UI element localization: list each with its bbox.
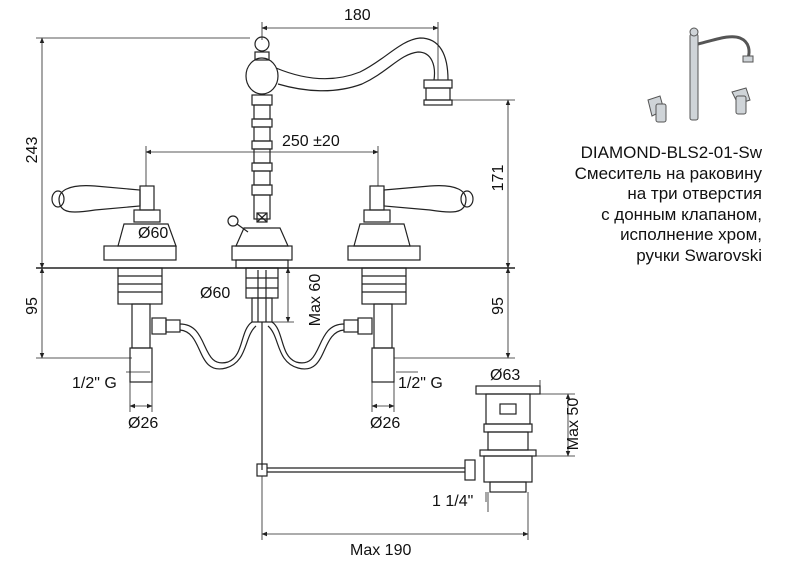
- dim-drain-thread: 1 1/4": [432, 493, 473, 510]
- hoses: [179, 321, 345, 370]
- dim-243: 243: [24, 137, 41, 164]
- description-line: на три отверстия: [627, 184, 762, 203]
- dim-95-left: 95: [24, 297, 41, 315]
- description-line: ручки Swarovski: [636, 245, 762, 265]
- dim-171: 171: [490, 165, 507, 192]
- description-line: Смеситель на раковину: [574, 163, 762, 183]
- dimension-labels: 180 243 250 ±20 171 Ø60 Ø60 95 95 Max 60…: [24, 7, 582, 559]
- model-code: DIAMOND-BLS2-01-Sw: [580, 143, 762, 162]
- dim-center-base: Ø60: [200, 285, 230, 302]
- popup-rod: [256, 322, 476, 481]
- dim-max-60: Max 60: [307, 274, 324, 327]
- dim-250: 250 ±20: [282, 133, 340, 150]
- dimension-lines: [36, 22, 575, 540]
- dim-drain-diameter: Ø63: [490, 367, 520, 384]
- dim-handle-base: Ø60: [138, 225, 168, 242]
- left-handle-valve: [51, 185, 181, 383]
- dim-95-right: 95: [490, 297, 507, 315]
- dim-right-diameter: Ø26: [370, 415, 400, 432]
- dim-180: 180: [344, 7, 371, 24]
- dim-right-thread: 1/2" G: [398, 375, 443, 392]
- dim-left-thread: 1/2" G: [72, 375, 117, 392]
- dim-max-190: Max 190: [350, 542, 411, 559]
- product-description: DIAMOND-BLS2-01-Sw Смеситель на раковину…: [575, 143, 762, 266]
- spout-body: [227, 36, 453, 323]
- drain-assembly: [475, 385, 541, 493]
- description-line: с донным клапаном,: [601, 204, 762, 224]
- product-photo: [647, 27, 754, 123]
- dim-max-50: Max 50: [565, 398, 582, 451]
- right-handle-valve: [343, 185, 474, 383]
- description-line: исполнение хром,: [620, 225, 762, 244]
- dim-left-diameter: Ø26: [128, 415, 158, 432]
